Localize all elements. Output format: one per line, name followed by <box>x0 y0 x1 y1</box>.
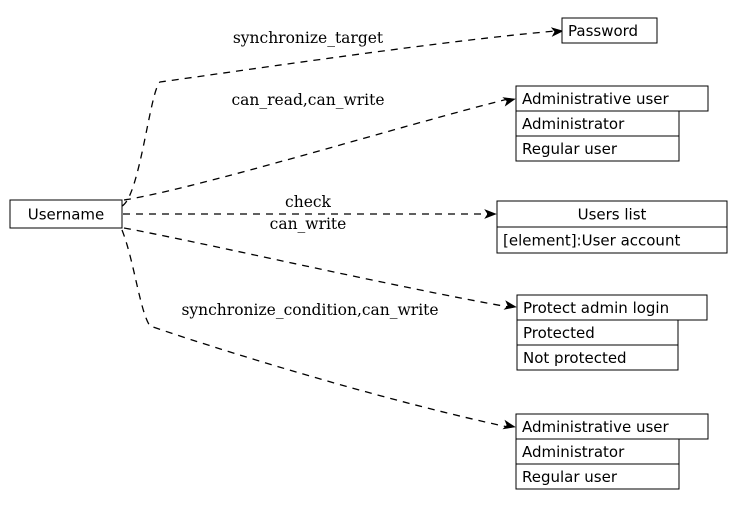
node-administrative-user-2-row-box[interactable] <box>515 438 680 465</box>
node-password-header-box[interactable] <box>561 17 658 44</box>
node-administrative-user-1[interactable]: Administrative userAdministratorRegular … <box>515 85 709 162</box>
edge-can-read-can-write-arrowhead-icon <box>502 97 516 107</box>
node-users-list-header-label: Users list <box>578 206 647 224</box>
node-administrative-user-1-row-label: Administrator <box>522 115 625 133</box>
edge-blank-to-protect-line <box>123 227 510 308</box>
node-administrative-user-2-header-box[interactable] <box>515 413 709 440</box>
node-users-list[interactable]: Users list [element]:User account <box>496 200 728 254</box>
node-administrative-user-1-header-box[interactable] <box>515 85 709 112</box>
node-protect-admin-login-header-label: Protect admin login <box>523 299 669 317</box>
edge-can-read-can-write-label: can_read,can_write <box>231 91 384 109</box>
node-users-list-header-box[interactable] <box>496 200 728 228</box>
edge-synchronize-condition-can-write-label: synchronize_condition,can_write <box>181 301 438 319</box>
edge-labels-layer: synchronize_target can_read,can_writechec… <box>181 29 438 319</box>
node-username-label: Username <box>28 206 104 224</box>
edge-can-read-can-write-line <box>123 98 509 201</box>
node-password-header-label: Password <box>568 22 638 40</box>
edge-check-can-write-label: check <box>285 193 332 211</box>
node-protect-admin-login-row-box[interactable] <box>516 344 679 371</box>
edge-synchronize-target <box>121 27 564 207</box>
node-administrative-user-1-header-label: Administrative user <box>522 90 670 108</box>
edge-check-can-write <box>123 209 497 219</box>
node-administrative-user-2-header-label: Administrative user <box>522 418 670 436</box>
node-administrative-user-2-row-label: Administrator <box>522 443 625 461</box>
node-administrative-user-2-row-label: Regular user <box>522 468 618 486</box>
edge-synchronize-target-line <box>121 30 557 207</box>
node-protect-admin-login-header-box[interactable] <box>516 294 708 321</box>
edge-check-can-write-label: can_write <box>270 215 347 233</box>
node-protect-admin-login-row-label: Protected <box>523 324 595 342</box>
edge-blank-to-protect <box>123 227 517 310</box>
edge-synchronize-condition-can-write-arrowhead-icon <box>502 419 516 430</box>
node-protect-admin-login-row-label: Not protected <box>523 349 627 367</box>
node-administrative-user-2-row-box[interactable] <box>515 463 680 490</box>
edge-synchronize-condition-can-write <box>121 229 516 430</box>
node-protect-admin-login-row-box[interactable] <box>516 319 679 346</box>
node-users-list-row-box[interactable] <box>496 226 728 254</box>
node-users-list-row-label: [element]:User account <box>503 232 680 250</box>
edges-layer <box>121 27 564 430</box>
node-administrative-user-1-row-box[interactable] <box>515 135 680 162</box>
node-username[interactable]: Username <box>9 199 123 229</box>
edge-synchronize-condition-can-write-line <box>121 229 509 428</box>
node-administrative-user-1-row-label: Regular user <box>522 140 618 158</box>
edge-blank-to-protect-arrowhead-icon <box>503 300 517 310</box>
node-administrative-user-2[interactable]: Administrative userAdministratorRegular … <box>515 413 709 490</box>
node-administrative-user-1-row-box[interactable] <box>515 110 680 137</box>
node-password[interactable]: Password <box>561 17 658 44</box>
edge-synchronize-target-label: synchronize_target <box>233 29 384 47</box>
edge-synchronize-target-arrowhead-icon <box>550 27 564 37</box>
edge-can-read-can-write <box>123 97 516 201</box>
node-username-box[interactable] <box>9 199 123 229</box>
edge-check-can-write-arrowhead-icon <box>484 209 497 219</box>
